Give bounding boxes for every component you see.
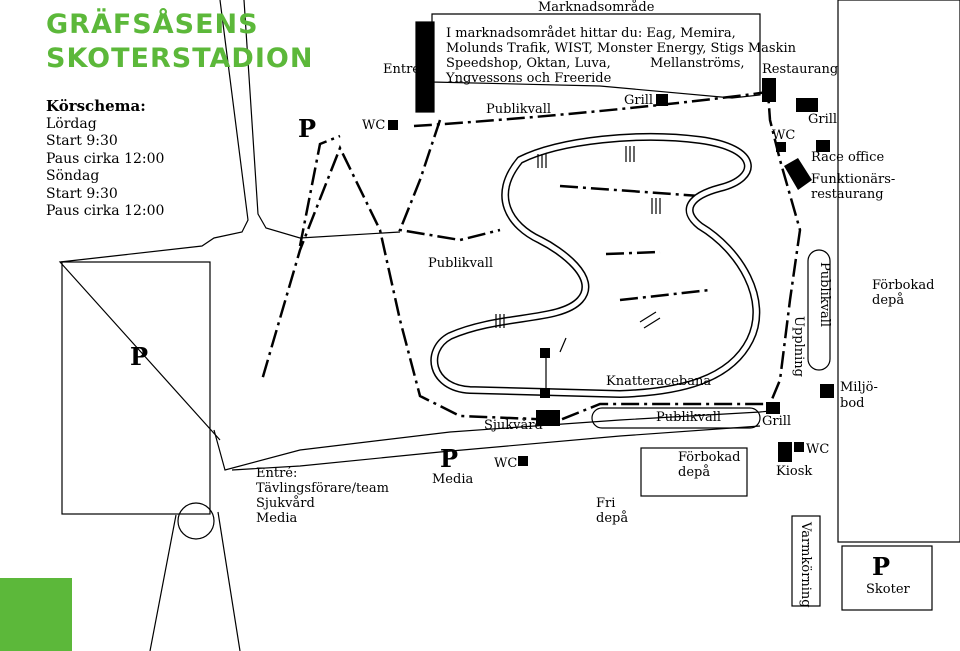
parking-p-left: P (130, 342, 149, 371)
schedule-line: Start 9:30 (46, 133, 118, 149)
kiosk-marker (778, 442, 792, 462)
grill-marker-top (656, 94, 668, 106)
restaurang-marker (762, 78, 776, 102)
outer-fence (260, 90, 802, 422)
label-funk2: restaurang (811, 187, 884, 202)
parking-area-left (61, 261, 211, 515)
road-down (149, 511, 241, 651)
label-fri-depa: depå (596, 511, 629, 526)
label-market-line2: Molunds Trafik, WIST, Monster Energy, St… (446, 41, 797, 56)
forbokad-depa-right (837, 0, 960, 543)
label-restaurang: Restaurang (762, 62, 839, 77)
label-marknadsomrade: Marknadsområde (538, 0, 655, 15)
roundabout (177, 502, 215, 540)
parking-p-top: P (298, 114, 317, 143)
forbokad-depa-center (640, 447, 748, 497)
label-depa-right: depå (872, 293, 905, 308)
label-sjukvard: Sjukvård (484, 418, 543, 433)
entry-road (213, 409, 781, 471)
label-kiosk: Kiosk (776, 464, 813, 479)
entrance-block (415, 21, 435, 113)
publikvall-bottom (591, 407, 761, 429)
schedule-line: Söndag (46, 168, 100, 184)
label-market-line4: Yngvessons och Freeride (446, 71, 612, 86)
label-entre-team3: Sjukvård (256, 496, 315, 511)
label-grill-right: Grill (808, 112, 838, 127)
inner-fence (298, 119, 501, 247)
label-market-line1: I marknadsområdet hittar du: Eag, Memira… (446, 26, 736, 41)
sjukvard-marker (536, 410, 560, 426)
label-publikvall-bottom: Publikvall (656, 410, 722, 425)
jump-1 (537, 154, 547, 168)
label-forbokad-center: Förbokad (678, 450, 741, 465)
label-entre-team2: Tävlingsförare/team (256, 481, 389, 496)
parking-p-media: P (440, 444, 459, 473)
varmkorning-area (791, 515, 821, 607)
schedule-line: Lördag (46, 115, 97, 132)
jump-3 (651, 198, 661, 214)
grill-marker-bottom (766, 402, 780, 414)
schedule: Körschema: Lördag Start 9:30 Paus cirka … (46, 97, 165, 221)
wc-marker-top (388, 120, 398, 130)
top-fence (559, 184, 711, 302)
jump-5 (639, 311, 661, 329)
label-fri: Fri (596, 496, 616, 511)
label-forbokad-right: Förbokad (872, 278, 935, 293)
label-wc-kiosk: WC (806, 442, 830, 457)
label-race-office: Race office (811, 150, 885, 165)
title-line1: GRÄFSÅSENS (46, 9, 259, 40)
label-skoter: Skoter (866, 582, 910, 597)
label-varmkorning: Varmkörning (798, 522, 813, 608)
label-market-line3b: Mellanströms, (650, 56, 745, 71)
publikvall-right (807, 249, 831, 371)
green-corner-block (0, 578, 72, 651)
label-market-line3a: Speedshop, Oktan, Luva, (446, 56, 611, 71)
entry-road-2 (231, 425, 761, 471)
label-wc-bottom: WC (494, 456, 518, 471)
skoter-parking (841, 545, 933, 611)
label-knatteracebana: Knatteracebana (606, 374, 712, 389)
wc-marker-right (776, 142, 786, 152)
schedule-line: Start 9:30 (46, 185, 118, 202)
wc-marker-bottom (518, 456, 528, 466)
label-wc-top: WC (362, 118, 386, 133)
label-entre-team4: Media (256, 511, 298, 526)
schedule-line: Paus cirka 12:00 (46, 150, 165, 167)
grill-marker-right (796, 98, 818, 112)
parking-p-skoter: P (872, 552, 891, 581)
label-grill-top: Grill (624, 93, 654, 108)
label-wc-right: WC (772, 128, 796, 143)
label-publikvall-top: Publikvall (486, 102, 552, 117)
label-miljo2: bod (840, 396, 865, 411)
schedule-line: Paus cirka 12:00 (46, 203, 165, 219)
jump-4 (495, 314, 505, 328)
funk-restaurang-marker (784, 158, 812, 190)
marker-track-2 (540, 388, 550, 398)
label-entre: Entré (383, 62, 420, 77)
schedule-heading: Körschema: (46, 97, 146, 115)
label-publikvall-right: Publikvall (817, 262, 832, 328)
jump-2 (625, 146, 635, 162)
miljobod-marker (820, 384, 834, 398)
label-grill-bottom: Grill (762, 414, 792, 429)
title-line2: SKOTERSTADION (46, 43, 314, 74)
label-publikvall-left: Publikvall (428, 256, 494, 271)
label-funk1: Funktionärs- (811, 172, 896, 187)
label-media: Media (432, 472, 474, 487)
label-uppluning: Upplning (791, 316, 806, 377)
label-depa-center: depå (678, 465, 711, 480)
wc-marker-kiosk (794, 442, 804, 452)
label-miljo1: Miljö- (840, 380, 878, 395)
label-entre-team1: Entré: (256, 466, 298, 481)
marker-track (540, 348, 550, 358)
road-outline (58, 0, 249, 441)
race-office-marker (816, 140, 830, 152)
road-outline-2 (243, 0, 401, 239)
